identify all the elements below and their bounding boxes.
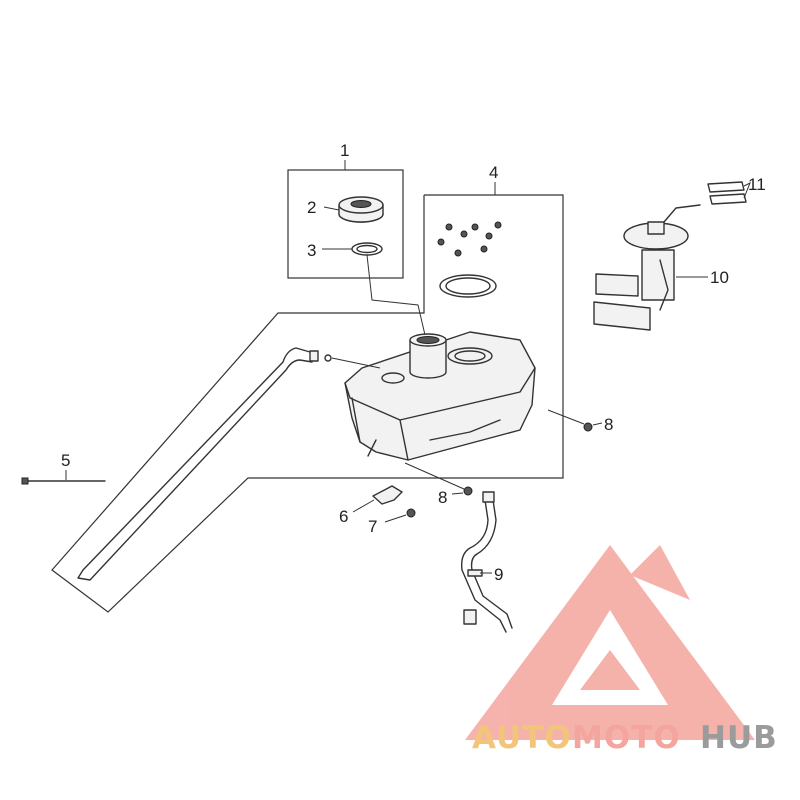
group-frame-4 — [51, 194, 564, 613]
pump-gasket-ring — [439, 274, 497, 298]
connector-seals: 11 — [707, 175, 766, 205]
watermark-moto: MOTO — [572, 720, 681, 756]
fuel-cap — [338, 196, 384, 223]
watermark-hub: HUB — [700, 720, 778, 756]
fuel-tank-group: 4 — [51, 163, 564, 613]
filler-cap-group: 1 2 3 — [287, 141, 426, 336]
callout-8-bottom: 8 — [438, 488, 447, 507]
callout-4: 4 — [489, 163, 498, 182]
callout-9: 9 — [494, 565, 503, 584]
callout-1: 1 — [340, 141, 349, 160]
cable-tie: 5 — [21, 451, 106, 485]
callout-8-right: 8 — [604, 415, 613, 434]
callout-5: 5 — [61, 451, 70, 470]
fuel-line-hose: 9 — [460, 491, 513, 633]
fuel-tank — [344, 331, 536, 461]
callout-6: 6 — [339, 507, 348, 526]
tank-nut-bottom: 8 — [404, 462, 473, 507]
callout-11: 11 — [748, 175, 766, 194]
automotohub-watermark: AUTO MOTO HUB — [465, 545, 778, 756]
tank-nut-right: 8 — [547, 409, 613, 434]
watermark-logo-icon — [465, 545, 755, 740]
hose-clamp: 6 — [339, 485, 403, 526]
fuel-pump-assembly: 10 — [593, 204, 729, 331]
watermark-auto: AUTO — [472, 720, 572, 756]
group-frame-1 — [287, 169, 404, 279]
vent-hose — [77, 347, 381, 581]
callout-2: 2 — [307, 198, 316, 217]
callout-7: 7 — [368, 517, 377, 536]
clamp-nut: 7 — [368, 508, 416, 536]
callout-3: 3 — [307, 241, 316, 260]
mounting-screws — [437, 221, 502, 257]
callout-10: 10 — [710, 268, 729, 287]
